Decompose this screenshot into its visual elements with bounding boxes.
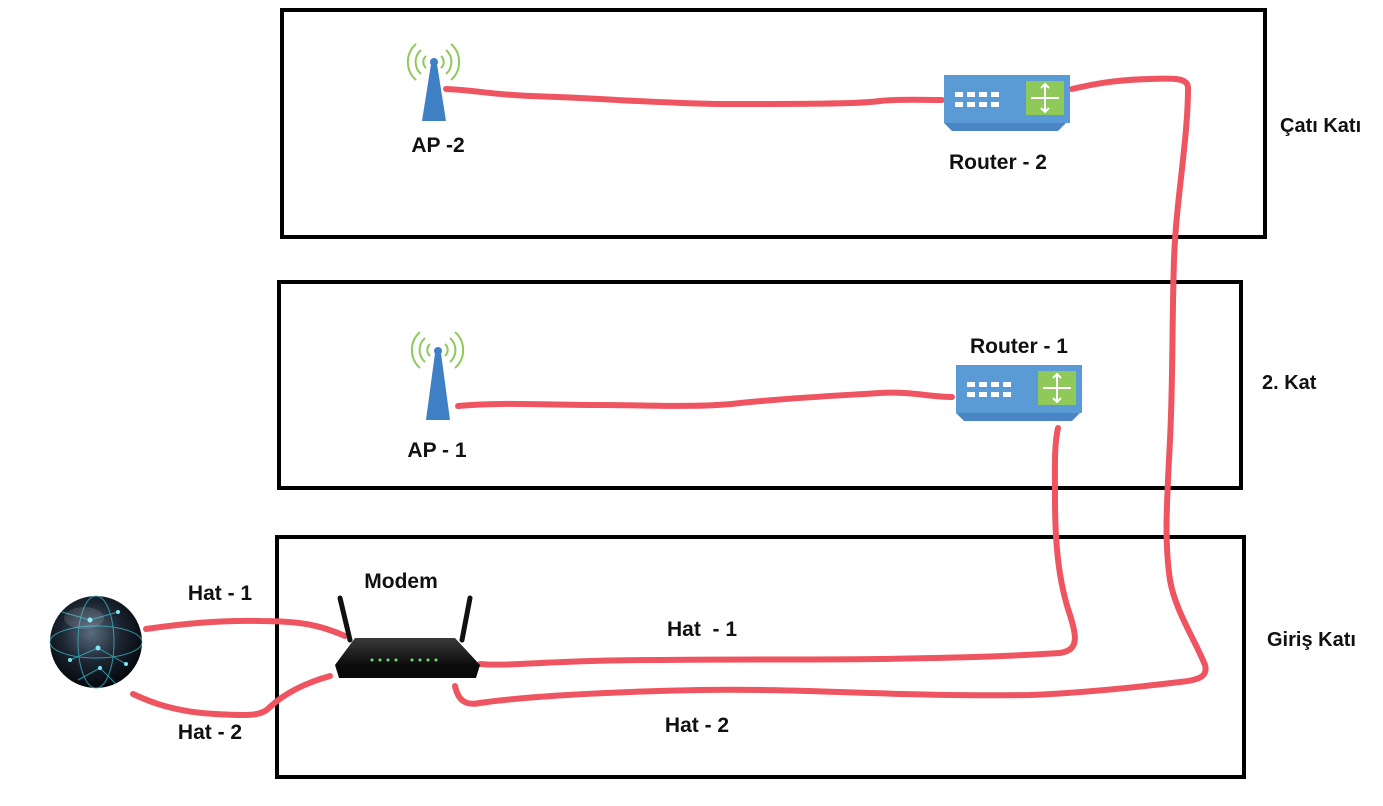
ap2-antenna-icon: [406, 43, 461, 121]
ap1-label: AP - 1: [407, 439, 466, 462]
floor-box-roof: [280, 8, 1267, 239]
modem-label: Modem: [364, 570, 438, 593]
cable-router2-riser: [452, 75, 1209, 707]
globe-icon: [49, 595, 143, 689]
floor-label-ground: Giriş Katı: [1267, 629, 1356, 651]
cable-globe-hat1: [143, 617, 348, 639]
cable-globe-hat2: [130, 673, 333, 719]
link-label-modem-hat1: Hat - 1: [667, 618, 737, 641]
router2-router-icon: [944, 75, 1070, 131]
modem-icon: [335, 595, 480, 678]
cable-ap1-router1: [455, 389, 955, 409]
floor-label-roof: Çatı Katı: [1280, 115, 1361, 137]
cable-router1-modem: [477, 425, 1078, 668]
cable-ap2-router2: [443, 86, 945, 107]
router1-label: Router - 1: [970, 335, 1068, 358]
floor-box-ground: [275, 535, 1246, 779]
router2-label: Router - 2: [949, 151, 1047, 174]
floor-box-second: [277, 280, 1243, 490]
link-label-globe-hat1: Hat - 1: [188, 582, 253, 605]
router1-router-icon: [956, 365, 1082, 421]
ap1-antenna-icon: [410, 331, 465, 420]
link-label-modem-hat2: Hat - 2: [665, 714, 729, 737]
link-label-globe-hat2: Hat - 2: [178, 721, 242, 744]
ap2-label: AP -2: [411, 134, 464, 157]
floor-label-second: 2. Kat: [1262, 372, 1317, 394]
